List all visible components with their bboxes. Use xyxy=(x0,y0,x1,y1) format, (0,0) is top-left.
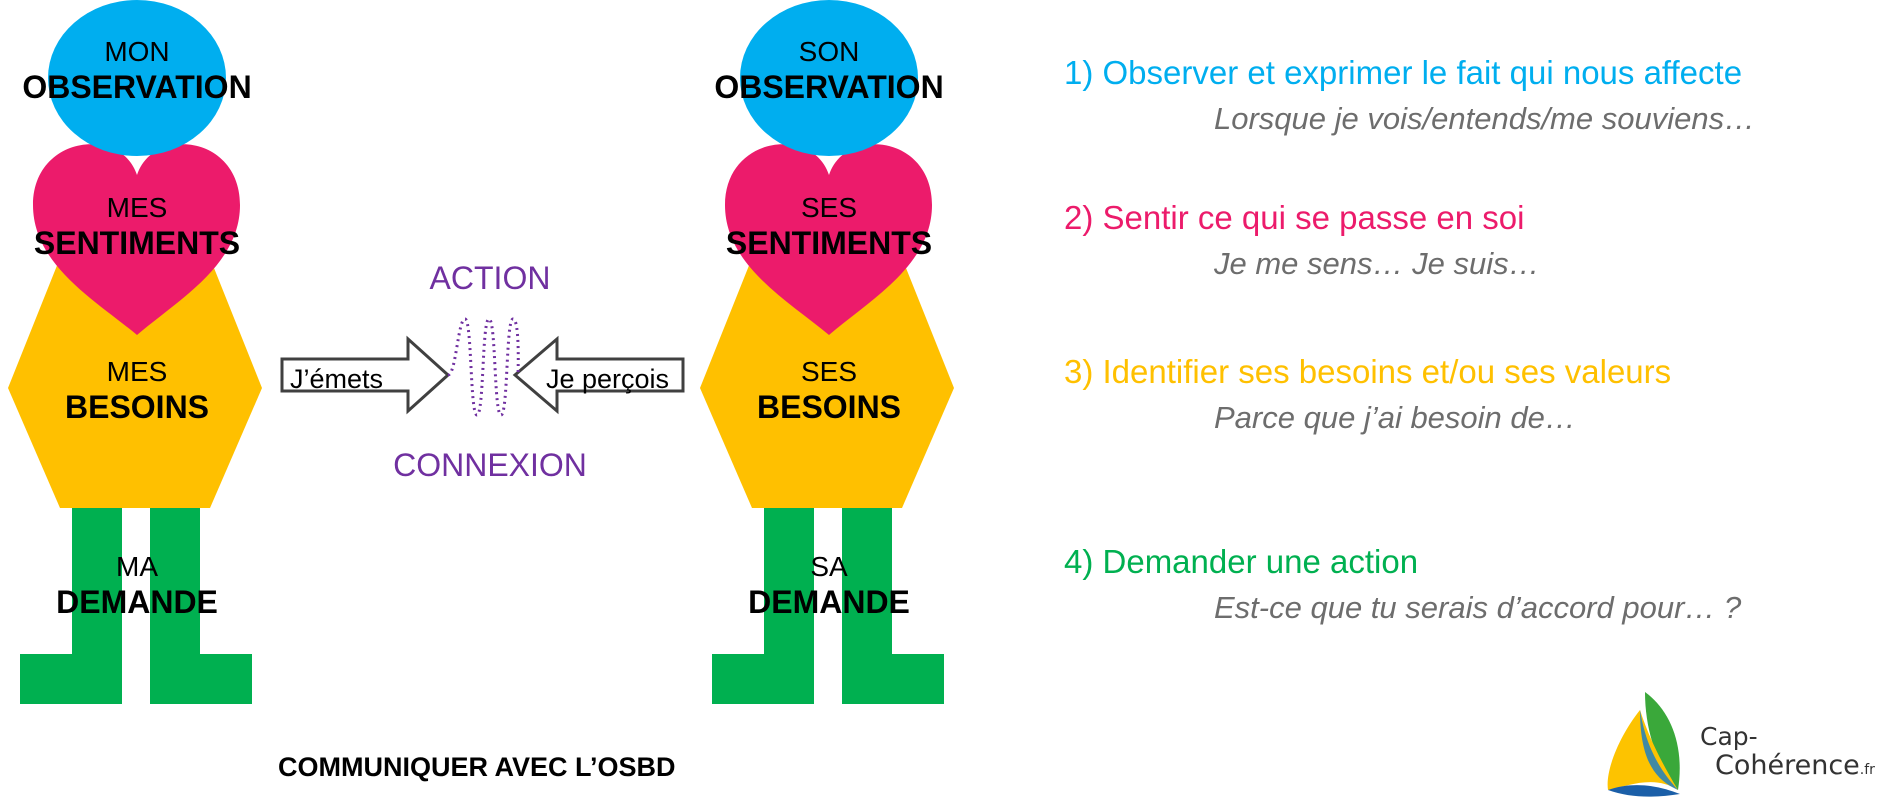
step-2-hint: Je me sens… Je suis… xyxy=(1214,246,1540,281)
connexion-label: CONNEXION xyxy=(393,447,587,483)
right-demande-small: SA xyxy=(810,551,848,582)
right-besoins-big: BESOINS xyxy=(756,389,902,425)
right-besoins-hexagon xyxy=(700,258,954,508)
right-observation-head xyxy=(740,0,918,156)
left-besoins-label: MES BESOINS xyxy=(0,356,274,426)
step-1-hint: Lorsque je vois/entends/me souviens… xyxy=(1214,101,1756,136)
right-sentiments-big: SENTIMENTS xyxy=(725,225,933,261)
logo-line-1: Cap- xyxy=(1700,722,1758,751)
left-demande-small: MA xyxy=(116,551,158,582)
left-observation-head xyxy=(48,0,226,156)
left-figure-shapes xyxy=(8,0,262,704)
left-observation-label: MON OBSERVATION xyxy=(0,36,274,106)
left-observation-big: OBSERVATION xyxy=(22,69,252,105)
right-besoins-label: SES BESOINS xyxy=(692,356,966,426)
right-leg-left xyxy=(764,508,814,658)
left-besoins-hexagon xyxy=(8,258,262,508)
left-sentiments-label: MES SENTIMENTS xyxy=(0,192,274,262)
left-besoins-big: BESOINS xyxy=(64,389,210,425)
step-2-title: 2) Sentir ce qui se passe en soi xyxy=(1064,199,1525,236)
left-leg-left xyxy=(72,508,122,658)
right-sentiments-heart xyxy=(725,144,932,335)
left-demande-big: DEMANDE xyxy=(56,584,218,620)
left-sentiments-big: SENTIMENTS xyxy=(33,225,241,261)
right-foot-left xyxy=(712,654,814,704)
right-besoins-small: SES xyxy=(800,356,858,387)
right-figure-shapes xyxy=(700,0,954,704)
step-3-title: 3) Identifier ses besoins et/ou ses vale… xyxy=(1064,353,1672,390)
step-3-hint: Parce que j’ai besoin de… xyxy=(1214,400,1576,435)
logo-line-2: Cohérence.fr xyxy=(1715,750,1875,781)
right-leg-right xyxy=(842,508,892,658)
connection-wave xyxy=(446,317,520,417)
right-observation-big: OBSERVATION xyxy=(714,69,944,105)
right-observation-small: SON xyxy=(798,36,860,67)
left-foot-left xyxy=(20,654,122,704)
left-demande-label: MA DEMANDE xyxy=(0,551,274,621)
logo-suffix: .fr xyxy=(1859,762,1875,778)
left-besoins-small: MES xyxy=(106,356,168,387)
left-sentiments-heart xyxy=(33,144,240,335)
action-label: ACTION xyxy=(429,260,551,296)
left-leg-right xyxy=(150,508,200,658)
right-demande-big: DEMANDE xyxy=(748,584,910,620)
right-sentiments-small: SES xyxy=(800,192,858,223)
left-observation-small: MON xyxy=(104,36,170,67)
emit-label: J’émets xyxy=(290,364,384,394)
logo-brand: Cohérence xyxy=(1715,750,1860,781)
left-sentiments-small: MES xyxy=(106,192,168,223)
exchange-arrows xyxy=(280,317,685,417)
cap-coherence-logo-icon xyxy=(1607,692,1680,797)
right-demande-label: SA DEMANDE xyxy=(692,551,966,621)
left-foot-right xyxy=(150,654,252,704)
diagram-caption: COMMUNIQUER AVEC L’OSBD xyxy=(278,752,676,782)
right-sentiments-label: SES SENTIMENTS xyxy=(692,192,966,262)
receive-label: Je perçois xyxy=(546,364,670,394)
step-1-title: 1) Observer et exprimer le fait qui nous… xyxy=(1064,54,1743,91)
emit-arrow xyxy=(280,335,451,415)
right-observation-label: SON OBSERVATION xyxy=(692,36,966,106)
step-4-title: 4) Demander une action xyxy=(1064,543,1419,580)
right-foot-right xyxy=(842,654,944,704)
step-4-hint: Est-ce que tu serais d’accord pour… ? xyxy=(1214,590,1742,625)
receive-arrow xyxy=(512,335,685,415)
